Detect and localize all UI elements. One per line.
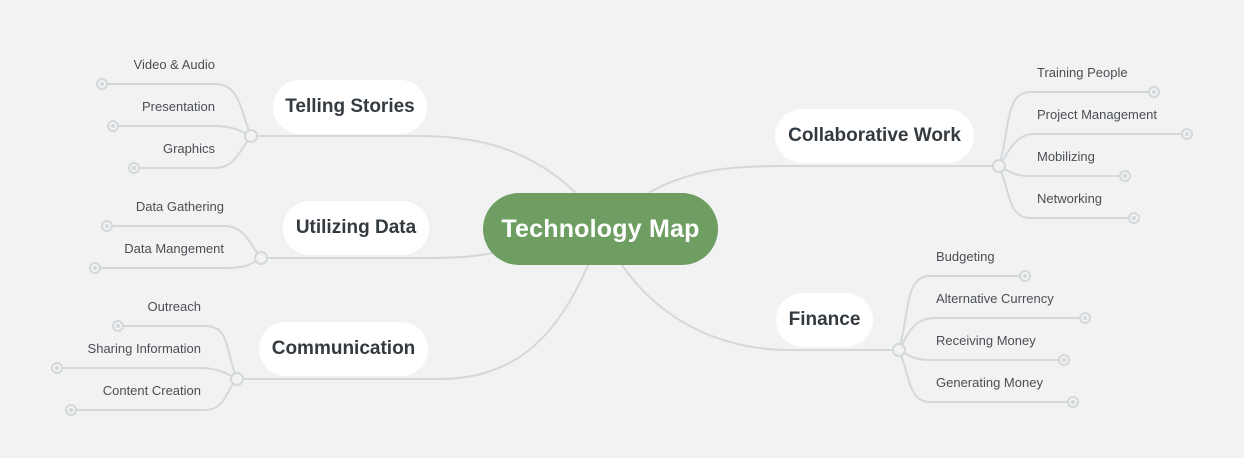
subtopic-expand-icon[interactable] [1148, 86, 1160, 98]
subtopic-expand-icon[interactable] [1067, 396, 1079, 408]
subtopic-data-mangement[interactable]: Data Mangement [124, 241, 224, 256]
subtopic-expand-icon[interactable] [1181, 128, 1193, 140]
topic-utilizing-data[interactable]: Utilizing Data [283, 201, 429, 255]
subtopic-networking[interactable]: Networking [1037, 191, 1103, 206]
subtopic-expand-icon[interactable] [128, 162, 140, 174]
topic-label: Collaborative Work [788, 125, 961, 146]
topic-telling-stories[interactable]: Telling Stories [273, 80, 427, 134]
collapse-toggle-telling-stories[interactable] [244, 129, 258, 143]
topic-finance[interactable]: Finance [776, 293, 873, 347]
subtopic-expand-icon[interactable] [96, 78, 108, 90]
collapse-toggle-communication[interactable] [230, 372, 244, 386]
subtopic-receiving-money[interactable]: Receiving Money [936, 333, 1036, 348]
subtopic-training-people[interactable]: Training People [1037, 65, 1128, 80]
collapse-toggle-utilizing-data[interactable] [254, 251, 268, 265]
subtopic-expand-icon[interactable] [89, 262, 101, 274]
subtopic-expand-icon[interactable] [107, 120, 119, 132]
subtopic-mobilizing[interactable]: Mobilizing [1037, 149, 1095, 164]
topic-label: Telling Stories [285, 96, 415, 117]
topic-label: Communication [271, 338, 416, 359]
subtopic-expand-icon[interactable] [1128, 212, 1140, 224]
root-label: Technology Map [501, 214, 700, 243]
subtopic-expand-icon[interactable] [1079, 312, 1091, 324]
subtopic-graphics[interactable]: Graphics [162, 141, 215, 156]
subtopic-expand-icon[interactable] [51, 362, 63, 374]
topic-label: Finance [788, 309, 861, 330]
subtopic-presentation[interactable]: Presentation [142, 99, 215, 114]
subtopic-data-gathering[interactable]: Data Gathering [135, 199, 224, 214]
subtopic-content-creation[interactable]: Content Creation [102, 383, 201, 398]
subtopic-video-audio[interactable]: Video & Audio [133, 57, 215, 72]
subtopic-generating-money[interactable]: Generating Money [936, 375, 1043, 390]
topic-communication[interactable]: Communication [259, 322, 428, 376]
subtopic-expand-icon[interactable] [1119, 170, 1131, 182]
subtopic-expand-icon[interactable] [112, 320, 124, 332]
collapse-toggle-finance[interactable] [892, 343, 906, 357]
subtopic-expand-icon[interactable] [1058, 354, 1070, 366]
subtopic-sharing-information[interactable]: Sharing Information [87, 341, 201, 356]
subtopic-alternative-currency[interactable]: Alternative Currency [936, 291, 1054, 306]
subtopic-budgeting[interactable]: Budgeting [936, 249, 995, 264]
subtopic-expand-icon[interactable] [65, 404, 77, 416]
subtopic-expand-icon[interactable] [1019, 270, 1031, 282]
topic-label: Utilizing Data [295, 217, 417, 238]
collapse-toggle-collaborative-work[interactable] [992, 159, 1006, 173]
subtopic-expand-icon[interactable] [101, 220, 113, 232]
subtopic-outreach[interactable]: Outreach [147, 299, 201, 314]
subtopic-project-management[interactable]: Project Management [1037, 107, 1157, 122]
topic-collaborative-work[interactable]: Collaborative Work [775, 109, 974, 163]
root-node[interactable]: Technology Map [483, 193, 718, 265]
